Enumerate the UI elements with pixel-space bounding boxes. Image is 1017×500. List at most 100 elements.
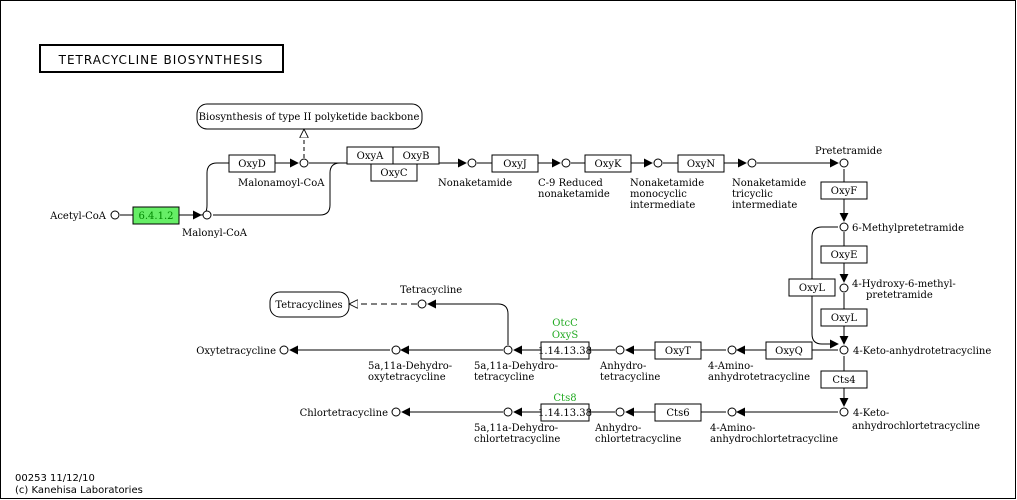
compound-node-dehydro-tetra[interactable] (503, 345, 513, 355)
compound-node-chlortetracycline[interactable] (391, 407, 401, 417)
enzyme-6-4-1-2[interactable]: 6.4.1.2 (132, 206, 180, 225)
enzyme-oxyf[interactable]: OxyF (820, 181, 868, 200)
compound-label-keto-anhydrochlor-line1: 4-Keto- (853, 408, 889, 419)
footer-copyright: (c) Kanehisa Laboratories (15, 485, 143, 496)
compound-node-keto-anhydro[interactable] (839, 345, 849, 355)
compound-label-amino-anhydro-line1: 4-Amino- (708, 361, 753, 372)
enzyme-oxyl-right-label: OxyL (831, 313, 857, 324)
compound-label-monocyclic: Nonaketamide monocyclic intermediate (630, 178, 707, 211)
gene-label-cts8[interactable]: Cts8 (553, 393, 576, 404)
enzyme-cts6-label: Cts6 (666, 408, 689, 419)
enzyme-oxyl-left[interactable]: OxyL (788, 278, 836, 297)
enzyme-oxyk[interactable]: OxyK (584, 154, 632, 173)
compound-node-anhydro-chlor[interactable] (615, 407, 625, 417)
compound-node-anhydro-tetra[interactable] (615, 345, 625, 355)
compound-label-anhydro-chlor: Anhydro- chlortetracycline (594, 423, 681, 445)
compound-label-oxytetracycline: Oxytetracycline (196, 346, 276, 357)
enzyme-oxyc[interactable]: OxyC (370, 163, 418, 182)
compound-label-nonaketamide: Nonaketamide (438, 178, 512, 189)
enzyme-oxyt-label: OxyT (665, 346, 691, 357)
compound-label-methylpretetramide: 6-Methylpretetramide (852, 223, 964, 234)
gene-label-otcc[interactable]: OtcC (552, 318, 578, 329)
compound-label-pretetramide: Pretetramide (815, 146, 882, 157)
enzyme-oxyl-right[interactable]: OxyL (820, 308, 868, 327)
enzyme-cts4[interactable]: Cts4 (820, 370, 868, 389)
compound-label-keto-anhydro: 4-Keto-anhydrotetracycline (853, 346, 991, 357)
compound-label-anhydro-tetra-line2: tetracycline (600, 372, 660, 383)
compound-label-dehydro-oxy-line2: oxytetracycline (368, 372, 446, 383)
map-ref-tetracyclines-label: Tetracyclines (275, 300, 342, 311)
gene-label-oxys[interactable]: OxyS (552, 330, 578, 341)
compound-node-amino-anhydrochlor[interactable] (727, 407, 737, 417)
compound-label-monocyclic-line3: intermediate (630, 200, 695, 211)
enzyme-6-4-1-2-label: 6.4.1.2 (139, 211, 174, 222)
compound-label-amino-anhydrochlor-line2: anhydrochlortetracycline (710, 434, 838, 445)
enzyme-oxyn-label: OxyN (687, 159, 715, 170)
enzyme-oxyl-left-label: OxyL (799, 283, 825, 294)
compound-node-nonaketamide[interactable] (467, 158, 477, 168)
compound-label-malonamoyl-coa: Malonamoyl-CoA (238, 178, 325, 189)
compound-label-chlortetracycline: Chlortetracycline (300, 408, 388, 419)
enzyme-cts6[interactable]: Cts6 (654, 403, 702, 422)
map-ref-tetracyclines[interactable]: Tetracyclines (269, 291, 350, 318)
enzyme-oxyq-label: OxyQ (775, 346, 803, 357)
compound-label-amino-anhydro: 4-Amino- anhydrotetracycline (708, 361, 810, 383)
enzyme-oxyb[interactable]: OxyB (392, 146, 440, 165)
enzyme-oxya-label: OxyA (357, 151, 384, 162)
enzyme-1-14-13-38-top[interactable]: 1.14.13.38 (538, 341, 592, 360)
compound-node-monocyclic[interactable] (653, 158, 663, 168)
compound-label-dehydro-chlor: 5a,11a-Dehydro- chlortetracycline (474, 423, 561, 445)
compound-node-malonyl-coa[interactable] (202, 210, 212, 220)
compound-label-tricyclic-line1: Nonaketamide (732, 178, 806, 189)
compound-labels: Acetyl-CoA Malonyl-CoA Malonamoyl-CoA No… (49, 146, 991, 445)
compound-node-hydroxy-methyl[interactable] (839, 283, 849, 293)
compound-label-tricyclic: Nonaketamide tricyclic intermediate (732, 178, 809, 211)
compound-node-tetracycline[interactable] (417, 299, 427, 309)
compound-node-keto-anhydrochlor[interactable] (839, 407, 849, 417)
compound-label-hydroxy-methyl-line2: pretetramide (866, 290, 933, 301)
enzyme-oxyt[interactable]: OxyT (654, 341, 702, 360)
compound-label-hydroxy-methyl: 4-Hydroxy-6-methyl- pretetramide (852, 279, 959, 301)
enzyme-oxya[interactable]: OxyA (346, 146, 394, 165)
map-ref-polyketide[interactable]: Biosynthesis of type II polyketide backb… (196, 103, 423, 130)
enzyme-1-14-13-38-bottom[interactable]: 1.14.13.38 (538, 403, 592, 422)
compound-label-keto-anhydrochlor: 4-Keto- anhydrochlortetracycline (852, 408, 980, 432)
compound-label-amino-anhydrochlor: 4-Amino- anhydrochlortetracycline (710, 423, 838, 445)
compound-label-c9-reduced-line2: nonaketamide (538, 189, 610, 200)
compound-node-oxytetracycline[interactable] (279, 345, 289, 355)
compound-label-dehydro-tetra-line2: tetracycline (474, 372, 534, 383)
compound-label-anhydro-chlor-line1: Anhydro- (594, 423, 641, 434)
compound-node-dehydro-chlor[interactable] (503, 407, 513, 417)
enzyme-oxyk-label: OxyK (595, 159, 622, 170)
compound-label-tetracycline: Tetracycline (400, 285, 462, 296)
compound-node-pretetramide[interactable] (839, 158, 849, 168)
enzyme-oxyd[interactable]: OxyD (228, 154, 276, 173)
compound-label-c9-reduced-line1: C-9 Reduced (538, 178, 603, 189)
enzyme-oxye[interactable]: OxyE (820, 245, 868, 264)
compound-node-tricyclic[interactable] (747, 158, 757, 168)
compound-node-malonamoyl-coa[interactable] (299, 158, 309, 168)
compound-label-dehydro-chlor-line1: 5a,11a-Dehydro- (474, 423, 558, 434)
compound-label-dehydro-oxy-line1: 5a,11a-Dehydro- (368, 361, 452, 372)
enzyme-oxyj[interactable]: OxyJ (491, 154, 539, 173)
compound-label-hydroxy-methyl-line1: 4-Hydroxy-6-methyl- (852, 279, 956, 290)
compound-node-amino-anhydro[interactable] (727, 345, 737, 355)
compound-node-acetyl-coa[interactable] (110, 210, 120, 220)
compound-label-malonyl-coa: Malonyl-CoA (182, 228, 248, 239)
compound-node-dehydro-oxy[interactable] (391, 345, 401, 355)
enzyme-oxyn[interactable]: OxyN (677, 154, 725, 173)
compound-label-anhydro-chlor-line2: chlortetracycline (595, 434, 681, 445)
compound-label-tricyclic-line3: intermediate (732, 200, 797, 211)
enzyme-1-14-13-38-top-label: 1.14.13.38 (538, 346, 592, 357)
enzyme-oxyj-label: OxyJ (503, 159, 527, 170)
compound-label-c9-reduced: C-9 Reduced nonaketamide (538, 178, 610, 200)
compound-label-dehydro-chlor-line2: chlortetracycline (474, 434, 560, 445)
compound-node-c9-reduced[interactable] (561, 158, 571, 168)
enzyme-1-14-13-38-bottom-label: 1.14.13.38 (538, 408, 592, 419)
compound-label-dehydro-tetra: 5a,11a-Dehydro- tetracycline (474, 361, 561, 383)
compound-node-methylpretetramide[interactable] (839, 222, 849, 232)
compound-label-amino-anhydro-line2: anhydrotetracycline (708, 372, 810, 383)
enzyme-oxyq[interactable]: OxyQ (765, 341, 813, 360)
compound-label-monocyclic-line1: Nonaketamide (630, 178, 704, 189)
